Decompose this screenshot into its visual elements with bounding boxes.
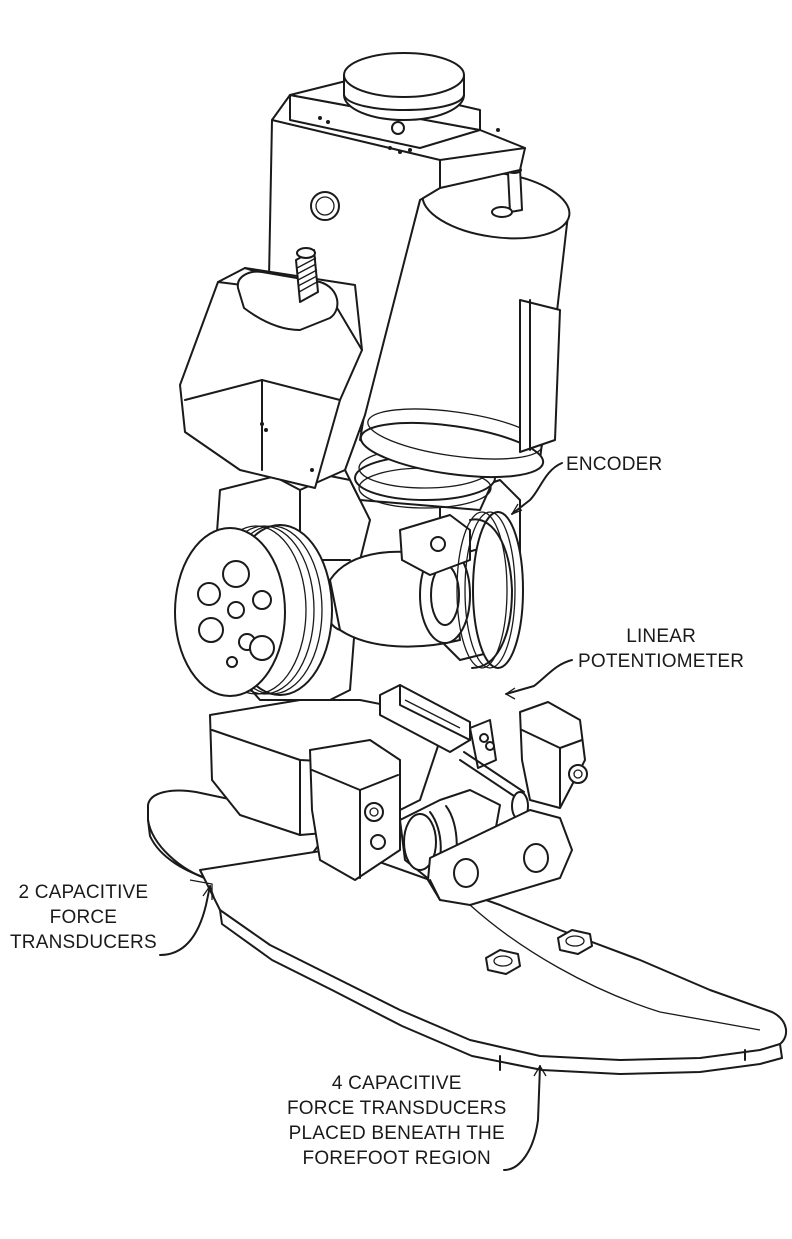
- pyramid-adapter: [399, 789, 573, 906]
- four-capacitive-label-line-3: PLACED BENEATH THE: [288, 1123, 505, 1144]
- foot-keel: [147, 789, 788, 1075]
- two-capacitive-label: 2 CAPACITIVE FORCE TRANSDUCERS: [10, 880, 157, 955]
- leader-lines: [159, 462, 573, 1171]
- motor: [359, 166, 571, 478]
- two-cap-arrow: [202, 885, 215, 898]
- encoder-label: ENCODER: [566, 452, 662, 477]
- two-capacitive-label-line-1: 2 CAPACITIVE: [18, 882, 149, 903]
- linear-potentiometer-label-line-1: LINEAR: [626, 626, 697, 647]
- four-capacitive-label-line-2: FORCE TRANSDUCERS: [287, 1098, 507, 1119]
- potentiometer-arrow: [505, 687, 516, 700]
- left-pulley: [174, 524, 333, 697]
- linear-potentiometer-label: LINEAR POTENTIOMETER: [578, 624, 744, 674]
- two-cap-leader: [159, 885, 211, 956]
- bolt-left: [485, 949, 521, 975]
- four-capacitive-label-line-1: 4 CAPACITIVE: [331, 1073, 462, 1094]
- four-cap-leader: [503, 1065, 541, 1171]
- encoder-leader: [511, 462, 563, 515]
- linear-potentiometer-label-line-2: POTENTIOMETER: [578, 651, 745, 672]
- four-capacitive-label: 4 CAPACITIVE FORCE TRANSDUCERS PLACED BE…: [287, 1071, 506, 1171]
- four-cap-arrow: [533, 1065, 547, 1077]
- spring-housing: [179, 247, 363, 489]
- bolt-right: [557, 929, 593, 955]
- encoder-label-text: ENCODER: [566, 454, 663, 475]
- two-capacitive-label-line-2: FORCE: [49, 907, 118, 928]
- right-pulley: [456, 511, 524, 669]
- four-capacitive-label-line-4: FOREFOOT REGION: [302, 1148, 491, 1169]
- lower-base: [209, 699, 441, 881]
- encoder-arrow: [511, 503, 523, 515]
- two-capacitive-label-line-3: TRANSDUCERS: [10, 932, 157, 953]
- potentiometer-leader: [505, 659, 573, 695]
